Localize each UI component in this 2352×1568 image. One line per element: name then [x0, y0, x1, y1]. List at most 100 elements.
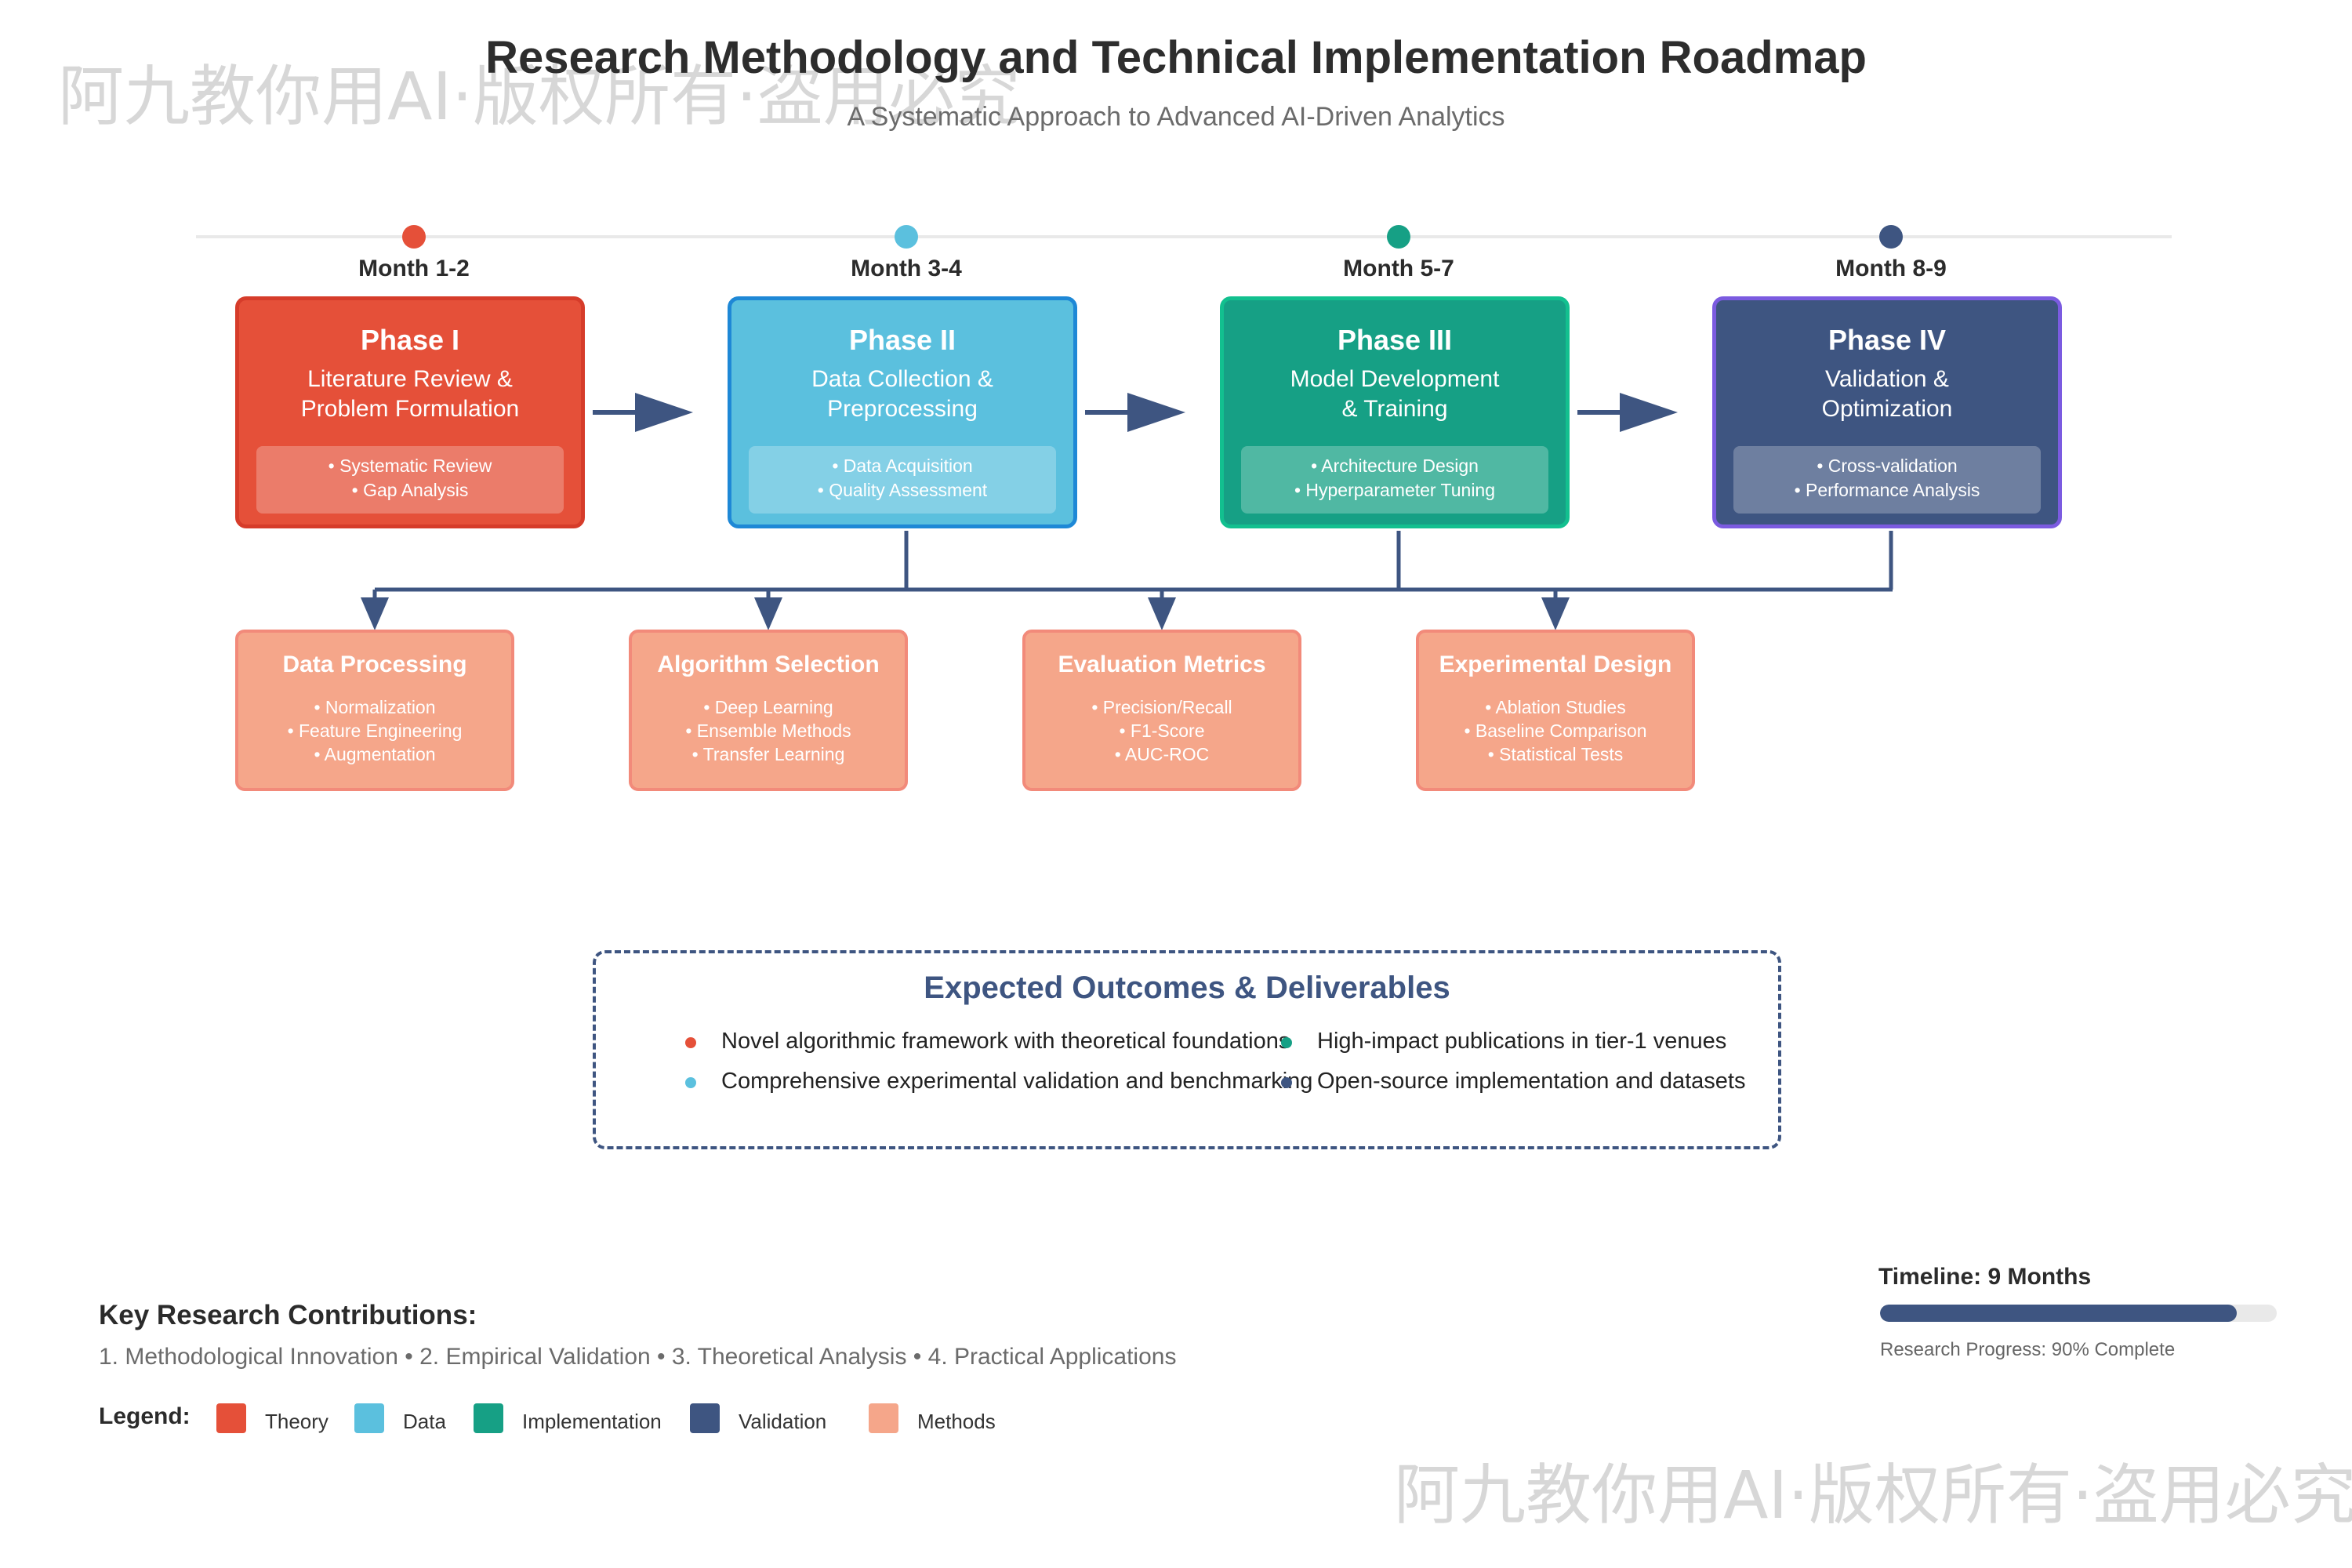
method-item: • Ensemble Methods: [685, 720, 851, 741]
phase-task-item: • Performance Analysis: [1794, 480, 1980, 500]
phase-task-item: • Data Acquisition: [832, 456, 973, 476]
phase-card-2: Phase II Data Collection & Preprocessing…: [728, 296, 1077, 528]
legend-swatch-data: [354, 1403, 384, 1433]
method-items: • Deep Learning • Ensemble Methods • Tra…: [632, 695, 905, 766]
legend-swatch-validation: [690, 1403, 720, 1433]
phase-description: Literature Review & Problem Formulation: [239, 365, 581, 424]
page-title: Research Methodology and Technical Imple…: [485, 32, 1867, 83]
method-item: • Augmentation: [314, 744, 436, 764]
month-label-phase-3: Month 5-7: [1343, 256, 1454, 281]
progress-text: Research Progress: 90% Complete: [1880, 1339, 2176, 1360]
phase-task-item: • Architecture Design: [1311, 456, 1479, 476]
phase-tasks: • Data Acquisition • Quality Assessment: [749, 446, 1056, 514]
method-items: • Normalization • Feature Engineering • …: [238, 695, 511, 766]
method-card-data-processing: Data Processing • Normalization • Featur…: [235, 630, 514, 791]
tree-arrow-data-processing: [361, 597, 389, 630]
phase-description-line: Validation &: [1825, 366, 1949, 392]
contributions-text: 1. Methodological Innovation • 2. Empiri…: [99, 1344, 1177, 1370]
phase-title: Phase II: [848, 324, 956, 356]
method-title: Evaluation Metrics: [1058, 652, 1266, 677]
watermark-bottom: 阿九教你用AI·版权所有·盗用必究: [1394, 1457, 2352, 1534]
outcome-item: High-impact publications in tier-1 venue…: [1317, 1029, 1727, 1054]
progress-bar: [1880, 1305, 2277, 1322]
phase-tasks: • Architecture Design • Hyperparameter T…: [1241, 446, 1548, 514]
method-title: Algorithm Selection: [657, 652, 880, 677]
outcome-bullet-icon: [1281, 1077, 1292, 1088]
legend-text-validation: Validation: [739, 1410, 827, 1433]
contributions-title: Key Research Contributions:: [99, 1300, 477, 1330]
phase-task-item: • Quality Assessment: [817, 480, 988, 500]
watermark-top: 阿九教你用AI·版权所有·盗用必究: [58, 58, 1021, 135]
tree-arrow-algorithm-selection: [754, 597, 782, 630]
legend-text-theory: Theory: [265, 1410, 328, 1433]
phase-description-line: Preprocessing: [827, 396, 978, 422]
tree-arrow-experimental-design: [1541, 597, 1570, 630]
phase-title: Phase I: [360, 324, 460, 356]
outcome-bullet-icon: [1281, 1037, 1292, 1048]
method-item: • Transfer Learning: [691, 744, 845, 764]
outcome-item: Novel algorithmic framework with theoret…: [721, 1029, 1290, 1054]
phase-task-item: • Hyperparameter Tuning: [1294, 480, 1496, 500]
phase-description-line: & Training: [1341, 396, 1448, 422]
method-card-algorithm-selection: Algorithm Selection • Deep Learning • En…: [629, 630, 908, 791]
phase-task-item: • Systematic Review: [328, 456, 492, 476]
phase-description: Validation & Optimization: [1716, 365, 2058, 424]
method-item: • Ablation Studies: [1485, 697, 1626, 717]
method-item: • Precision/Recall: [1091, 697, 1232, 717]
method-title: Data Processing: [282, 652, 467, 677]
timeline-dot-phase-4: [1879, 225, 1903, 249]
phase-card-1: Phase I Literature Review & Problem Form…: [235, 296, 585, 528]
arrow-head-phase2-to-phase3: [1127, 393, 1185, 432]
legend-text-implementation: Implementation: [522, 1410, 662, 1433]
outcome-item: Open-source implementation and datasets: [1317, 1069, 1746, 1094]
phase-description: Model Development & Training: [1224, 365, 1566, 424]
phase-card-3: Phase III Model Development & Training •…: [1220, 296, 1570, 528]
method-item: • Normalization: [314, 697, 436, 717]
phase-tasks: • Systematic Review • Gap Analysis: [256, 446, 564, 514]
phase-description-line: Data Collection &: [811, 366, 993, 392]
method-card-evaluation-metrics: Evaluation Metrics • Precision/Recall • …: [1022, 630, 1301, 791]
phase-description-line: Model Development: [1290, 366, 1500, 392]
legend-text-methods: Methods: [917, 1410, 996, 1433]
timeline-dot-phase-2: [895, 225, 918, 249]
legend-label: Legend:: [99, 1403, 191, 1429]
timeline-line: [196, 235, 2172, 238]
phase-description-line: Optimization: [1821, 396, 1953, 422]
phase-title: Phase III: [1337, 324, 1453, 356]
page-subtitle: A Systematic Approach to Advanced AI-Dri…: [847, 102, 1505, 132]
method-item: • F1-Score: [1119, 720, 1205, 741]
timeline-label: Timeline: 9 Months: [1878, 1264, 2092, 1290]
phase-description-line: Literature Review &: [307, 366, 513, 392]
arrow-head-phase3-to-phase4: [1620, 393, 1678, 432]
outcomes-panel: Expected Outcomes & Deliverables Novel a…: [593, 950, 1781, 1149]
month-label-phase-2: Month 3-4: [851, 256, 962, 281]
phase-description-line: Problem Formulation: [300, 396, 520, 422]
phase-task-item: • Cross-validation: [1817, 456, 1958, 476]
phase-task-item: • Gap Analysis: [351, 480, 469, 500]
method-item: • AUC-ROC: [1114, 744, 1210, 764]
outcomes-title: Expected Outcomes & Deliverables: [924, 971, 1450, 1005]
outcome-bullet-icon: [685, 1077, 696, 1088]
outcome-bullet-icon: [685, 1037, 696, 1048]
phase-card-4: Phase IV Validation & Optimization • Cro…: [1712, 296, 2062, 528]
month-label-phase-1: Month 1-2: [358, 256, 470, 281]
method-items: • Ablation Studies • Baseline Comparison…: [1419, 695, 1692, 766]
method-item: • Deep Learning: [703, 697, 833, 717]
legend-swatch-theory: [216, 1403, 246, 1433]
phase-tasks: • Cross-validation • Performance Analysi…: [1733, 446, 2041, 514]
arrow-head-phase1-to-phase2: [635, 393, 693, 432]
method-card-experimental-design: Experimental Design • Ablation Studies •…: [1416, 630, 1695, 791]
tree-arrow-evaluation-metrics: [1148, 597, 1176, 630]
outcome-item: Comprehensive experimental validation an…: [721, 1069, 1313, 1094]
timeline-dot-phase-3: [1387, 225, 1410, 249]
timeline-dot-phase-1: [402, 225, 426, 249]
method-title: Experimental Design: [1439, 652, 1672, 677]
phase-description: Data Collection & Preprocessing: [731, 365, 1073, 424]
legend-swatch-implementation: [474, 1403, 503, 1433]
phase-title: Phase IV: [1828, 324, 1947, 356]
method-items: • Precision/Recall • F1-Score • AUC-ROC: [1025, 695, 1298, 766]
month-label-phase-4: Month 8-9: [1835, 256, 1947, 281]
legend-swatch-methods: [869, 1403, 898, 1433]
method-item: • Feature Engineering: [287, 720, 463, 741]
